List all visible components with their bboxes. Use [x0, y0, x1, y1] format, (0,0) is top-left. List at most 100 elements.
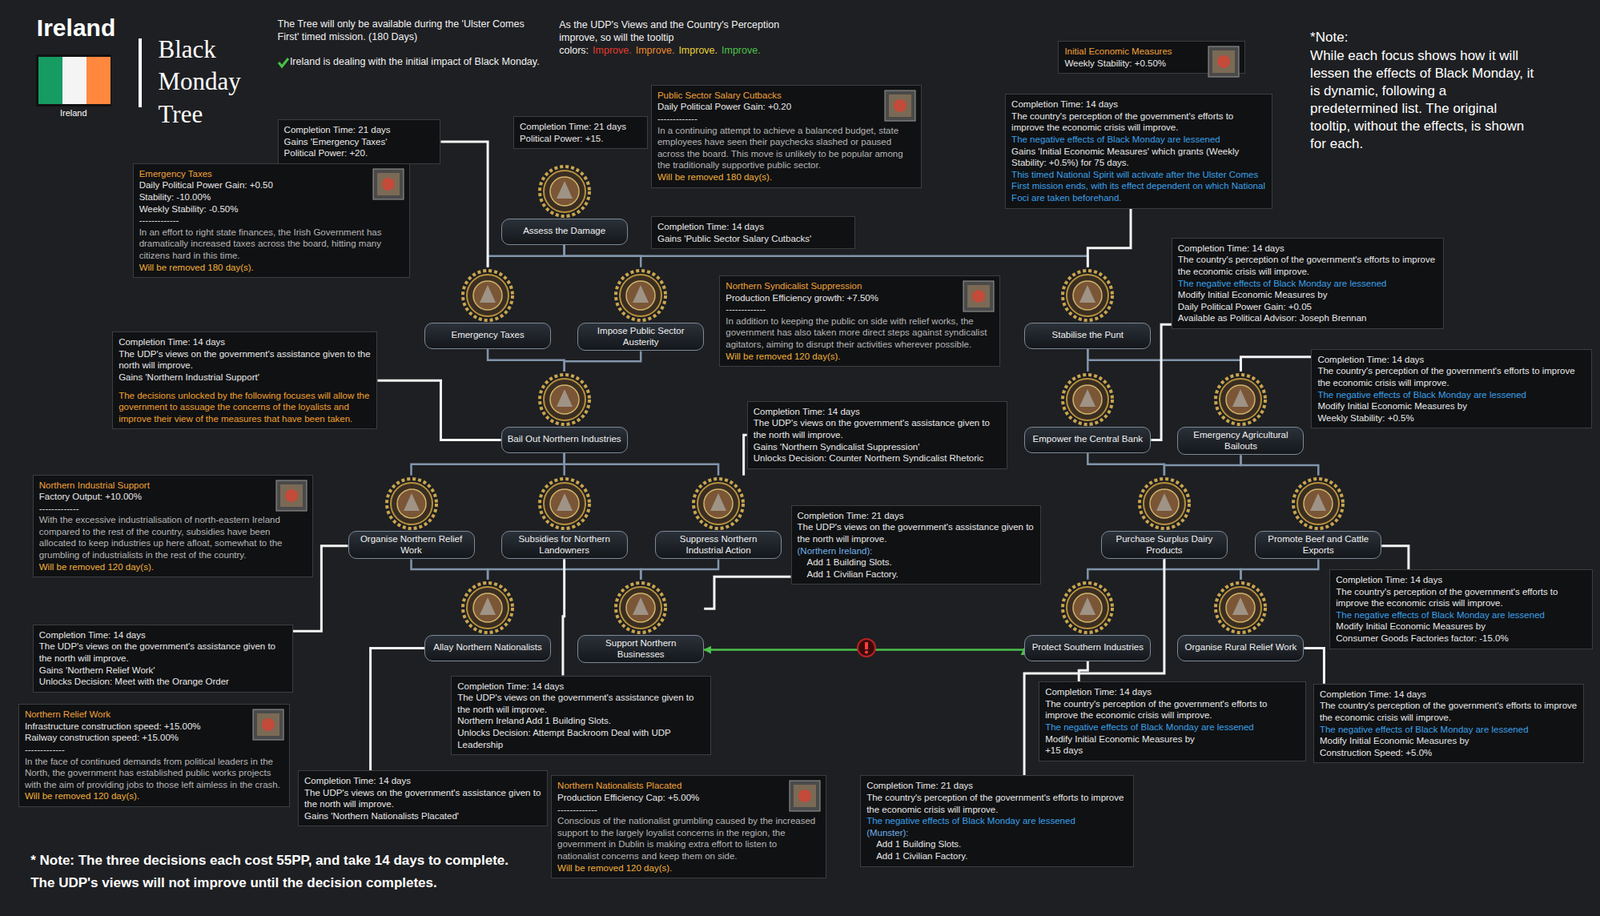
- tooltip-line: Completion Time: 21 days: [797, 510, 1035, 523]
- tooltip-line: Northern Relief Work: [24, 708, 247, 721]
- tooltip-line: In a continuing attempt to achieve a bal…: [657, 124, 916, 172]
- tooltip-line: Gains 'Emergency Taxes': [284, 136, 435, 149]
- note-block: As the UDP's Views and the Country's Per…: [558, 18, 809, 58]
- focus-icon: [1211, 371, 1270, 427]
- note-block: Ireland: [36, 14, 160, 42]
- prerequisite-line: [487, 558, 565, 579]
- tooltip-line: (Munster):: [866, 827, 1127, 840]
- tooltip-line: -------------: [139, 214, 405, 227]
- focus-icon: [1058, 371, 1117, 427]
- focus-icon: [535, 371, 594, 427]
- tooltip-box: Completion Time: 14 daysThe country's pe…: [1313, 683, 1584, 764]
- focus-icon: [1135, 475, 1194, 531]
- prerequisite-line: [1087, 453, 1165, 476]
- tooltip-line: Unlocks Decision: Meet with the Orange O…: [39, 675, 287, 688]
- focus-icon: [382, 475, 441, 531]
- national-spirit-box: Northern Syndicalist SuppressionProducti…: [719, 275, 1000, 367]
- focus-label-box: Emergency Taxes: [424, 322, 551, 350]
- tooltip-box: Completion Time: 14 daysThe country's pe…: [1329, 569, 1593, 650]
- tooltip-box: Completion Time: 14 daysThe country's pe…: [1310, 349, 1592, 430]
- tooltip-line: Available as Political Advisor: Joseph B…: [1177, 312, 1438, 325]
- tooltip-line: Daily Political Power Gain: +0.20: [657, 100, 879, 113]
- tooltip-line: Emergency Taxes: [139, 168, 368, 181]
- tooltip-line: Completion Time: 14 days: [1319, 688, 1578, 701]
- focus-node: Promote Beef and Cattle Exports: [1254, 475, 1382, 560]
- tooltip-line: The country's perception of the governme…: [1335, 586, 1587, 610]
- tooltip-line: Northern Syndicalist Suppression: [725, 280, 957, 293]
- focus-node: Subsidies for Northern Landowners: [501, 475, 628, 560]
- tooltip-line: -------------: [39, 502, 307, 515]
- focus-icon: [458, 267, 517, 323]
- focus-name: Promote Beef and Cattle Exports: [1259, 534, 1377, 557]
- label-text: Improve.: [678, 44, 718, 57]
- label-text: Improve.: [592, 44, 632, 57]
- tooltip-box: Completion Time: 21 daysThe country's pe…: [860, 775, 1134, 867]
- tooltip-line: Railway construction speed: +15.00%: [24, 731, 247, 744]
- tooltip-line: Completion Time: 14 days: [657, 221, 849, 234]
- tooltip-line: Completion Time: 14 days: [1317, 353, 1585, 366]
- tooltip-line: The decisions unlocked by the following …: [118, 389, 371, 426]
- tooltip-line: Completion Time: 14 days: [457, 680, 705, 693]
- focus-name: Bail Out Northern Industries: [506, 434, 624, 446]
- title-bar: [138, 38, 142, 108]
- focus-node: Emergency Agricultural Bailouts: [1177, 371, 1304, 456]
- focus-name: Organise Rural Relief Work: [1181, 642, 1299, 654]
- tooltip-line: Completion Time: 14 days: [1045, 686, 1300, 699]
- tooltip-line: Modify Initial Economic Measures by: [1045, 733, 1300, 746]
- tooltip-line: Completion Time: 14 days: [1011, 98, 1267, 111]
- tooltip-box: Completion Time: 14 daysThe UDP's views …: [450, 675, 712, 756]
- tooltip-line: Add 1 Civilian Factory.: [797, 568, 1035, 581]
- focus-icon: [1058, 579, 1117, 636]
- tooltip-line: Public Sector Salary Cutbacks: [657, 89, 879, 102]
- spirit-icon: [1207, 45, 1240, 78]
- mutually-exclusive-icon: [857, 639, 876, 657]
- focus-name: Assess the Damage: [506, 225, 624, 238]
- prerequisite-line: [640, 558, 719, 579]
- focus-node: Stabilise the Punt: [1024, 267, 1151, 350]
- focus-node: Support Northern Businesses: [577, 579, 704, 664]
- tooltip-line: The UDP's views on the government's assi…: [457, 691, 705, 716]
- note-block: The Tree will only be available during t…: [277, 17, 546, 45]
- focus-icon: [611, 579, 670, 636]
- focus-name: Emergency Taxes: [429, 329, 547, 342]
- tooltip-line: The country's perception of the governme…: [1317, 365, 1585, 389]
- tooltip-leader-line: [1087, 209, 1131, 268]
- tooltip-line: Stability: -10.00%: [139, 191, 368, 204]
- tooltip-line: The UDP's views on the government's assi…: [753, 417, 1002, 441]
- tooltip-line: Conscious of the nationalist grumbling c…: [557, 815, 821, 862]
- focus-node: Impose Public Sector Austerity: [577, 267, 704, 352]
- tooltip-line: Add 1 Building Slots.: [797, 556, 1035, 569]
- focus-name: Support Northern Businesses: [582, 638, 700, 661]
- prerequisite-line: [1240, 558, 1319, 579]
- tooltip-box: Completion Time: 21 daysPolitical Power:…: [513, 116, 648, 149]
- tooltip-line: The country's perception of the governme…: [866, 791, 1127, 816]
- focus-icon: [611, 267, 670, 323]
- tooltip-line: Modify Initial Economic Measures by: [1335, 620, 1587, 633]
- tooltip-line: Completion Time: 21 days: [866, 779, 1127, 792]
- focus-name: Suppress Northern Industrial Action: [659, 534, 777, 557]
- tooltip-line: Will be removed 120 day(s).: [725, 350, 993, 363]
- focus-icon: [1289, 475, 1347, 531]
- irish-flag: [36, 54, 112, 107]
- prerequisite-line: [564, 453, 719, 476]
- tooltip-box: Completion Time: 21 daysGains 'Emergency…: [277, 119, 442, 165]
- tooltip-line: The negative effects of Black Monday are…: [1177, 277, 1438, 290]
- focus-label-box: Allay Northern Nationalists: [424, 635, 551, 662]
- focus-label-box: Promote Beef and Cattle Exports: [1254, 530, 1382, 560]
- tooltip-line: Production Efficiency Cap: +5.00%: [557, 791, 784, 805]
- tooltip-box: Completion Time: 14 daysThe UDP's views …: [297, 770, 548, 827]
- focus-name: Emergency Agricultural Bailouts: [1181, 430, 1299, 453]
- prerequisite-line: [1087, 349, 1241, 372]
- focus-name: Impose Public Sector Austerity: [582, 325, 700, 349]
- tooltip-box: Completion Time: 14 daysThe country's pe…: [1171, 237, 1444, 330]
- note-block: *Note:: [1310, 28, 1535, 47]
- note-block: While each focus shows how it will lesse…: [1310, 47, 1535, 154]
- spirit-icon: [788, 779, 821, 813]
- focus-node: Assess the Damage: [501, 163, 628, 246]
- tooltip-line: The negative effects of Black Monday are…: [1319, 723, 1578, 736]
- tooltip-line: Completion Time: 14 days: [118, 336, 371, 349]
- prerequisite-line: [564, 558, 642, 579]
- tooltip-line: Will be removed 120 day(s).: [39, 561, 307, 574]
- prerequisite-line: [1164, 454, 1242, 475]
- prerequisite-line: [1087, 558, 1165, 579]
